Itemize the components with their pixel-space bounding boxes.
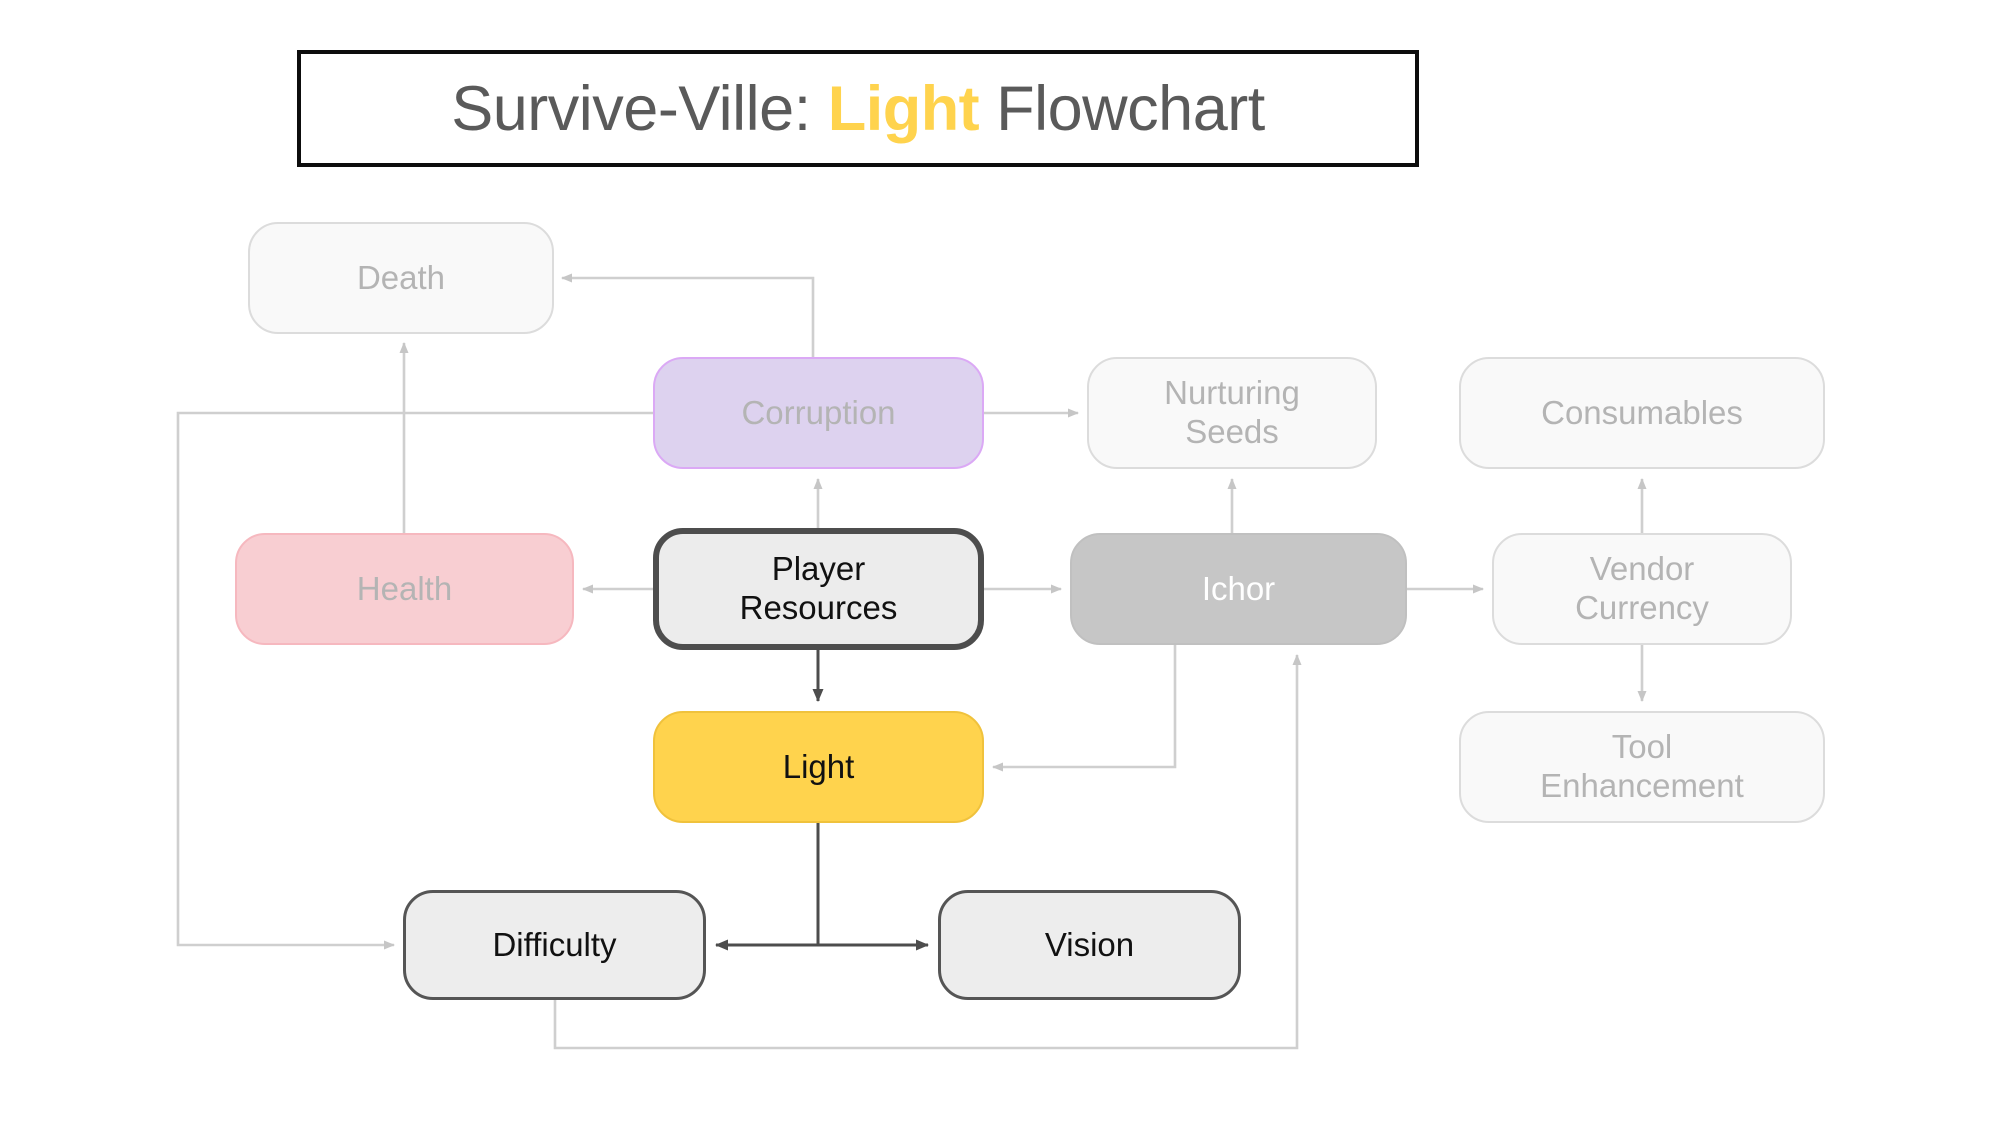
node-difficulty[interactable]: Difficulty	[403, 890, 706, 1000]
title-highlight: Light	[827, 73, 980, 144]
node-nurturing-seeds[interactable]: Nurturing Seeds	[1087, 357, 1377, 469]
edge-light-difficulty	[715, 823, 820, 951]
node-corruption[interactable]: Corruption	[653, 357, 984, 469]
edge-corruption-death	[561, 273, 815, 357]
edge-ichor-light	[992, 645, 1177, 772]
page-title-box: Survive-Ville: Light Flowchart	[297, 50, 1419, 167]
title-suffix: Flowchart	[979, 73, 1265, 144]
node-vision[interactable]: Vision	[938, 890, 1241, 1000]
node-death[interactable]: Death	[248, 222, 554, 334]
node-tool-enhancement[interactable]: Tool Enhancement	[1459, 711, 1825, 823]
node-ichor[interactable]: Ichor	[1070, 533, 1407, 645]
node-health[interactable]: Health	[235, 533, 574, 645]
node-consumables[interactable]: Consumables	[1459, 357, 1825, 469]
node-player-resources[interactable]: Player Resources	[653, 528, 984, 650]
node-vendor-currency[interactable]: Vendor Currency	[1492, 533, 1792, 645]
title-prefix: Survive-Ville:	[451, 73, 828, 144]
edge-light-vision	[816, 823, 929, 951]
node-light[interactable]: Light	[653, 711, 984, 823]
edge-corruption-difficulty	[176, 411, 653, 950]
page-title: Survive-Ville: Light Flowchart	[451, 73, 1265, 145]
